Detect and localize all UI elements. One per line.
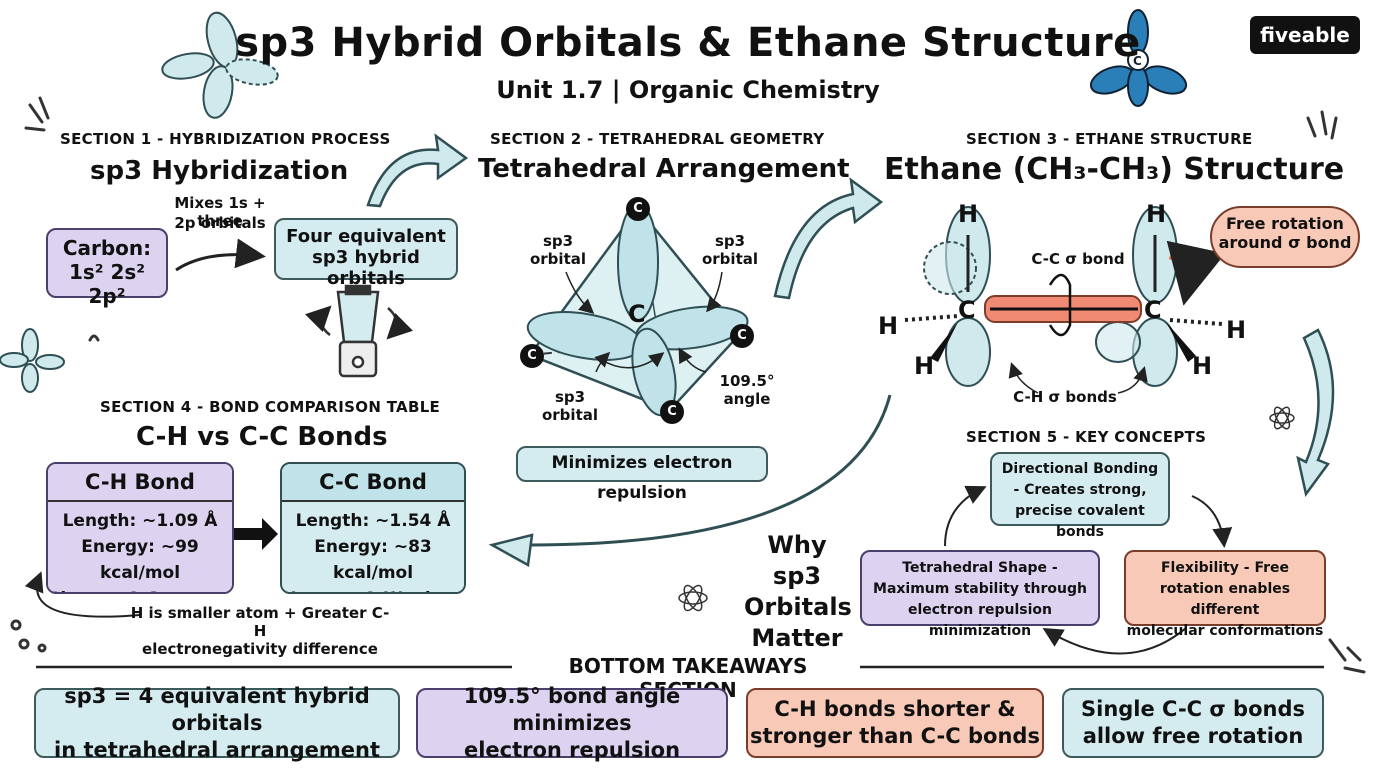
- h-top-left: H: [958, 200, 979, 228]
- result-line-1: Four equivalent: [286, 226, 446, 247]
- section5-label: SECTION 5 - KEY CONCEPTS: [966, 428, 1207, 446]
- atom-right: C: [730, 324, 754, 348]
- flexibility-box: Flexibility - Free rotation enables diff…: [1124, 550, 1326, 639]
- bond-explanation: H is smaller atom + Greater C-H electron…: [130, 604, 390, 658]
- atom-bottom: C: [660, 400, 684, 424]
- carbon-right: C: [1144, 296, 1162, 324]
- svg-text:C: C: [1133, 54, 1142, 68]
- section4-title: C-H vs C-C Bonds: [136, 422, 388, 452]
- tetrahedral-shape-box: Tetrahedral Shape - Maximum stability th…: [860, 550, 1100, 639]
- cc-bond-head: C-C Bond: [282, 464, 464, 502]
- takeaway-ch-bonds: C-H bonds shorter &stronger than C-C bon…: [746, 688, 1044, 758]
- section3-title: Ethane (CH₃-CH₃) Structure: [884, 152, 1345, 187]
- blender-icon: [336, 284, 380, 378]
- repulsion-caption: Minimizes electron repulsion: [516, 446, 768, 503]
- orbital-clover-icon: [161, 11, 279, 119]
- h-right: H: [1226, 316, 1247, 344]
- atom-top: C: [626, 197, 650, 221]
- cc-bond-card: C-C Bond Length: ~1.54 Å Energy: ~83 kca…: [280, 462, 466, 594]
- ethane-diagram: [904, 206, 1226, 394]
- mix-note-2: 2p orbitals: [174, 214, 266, 232]
- result-line-2: sp3 hybrid orbitals: [312, 247, 420, 289]
- tetrahedron-diagram: [526, 203, 749, 417]
- cc-summary: Longer & Weaker: [282, 586, 464, 592]
- h-top-right: H: [1146, 200, 1167, 228]
- carbon-left: C: [958, 296, 976, 324]
- h-bottom-left: H: [914, 352, 935, 380]
- section2-label: SECTION 2 - TETRAHEDRAL GEOMETRY: [490, 130, 825, 148]
- page-title: sp3 Hybrid Orbitals & Ethane Structure: [235, 20, 1141, 66]
- h-left: H: [878, 312, 899, 340]
- fiveable-logo[interactable]: fiveable: [1250, 16, 1360, 54]
- blue-orbital-icon: C: [1089, 9, 1188, 107]
- section1-title: sp3 Hybridization: [90, 156, 349, 186]
- h-bottom-right: H: [1192, 352, 1213, 380]
- cc-bond-label: C-C σ bond: [1031, 250, 1125, 268]
- mix-note-1: Mixes 1s + three: [174, 194, 266, 230]
- cc-length: Length: ~1.54 Å: [295, 511, 451, 531]
- section4-label: SECTION 4 - BOND COMPARISON TABLE: [100, 398, 441, 416]
- ch-bond-head: C-H Bond: [48, 464, 232, 502]
- section3-label: SECTION 3 - ETHANE STRUCTURE: [966, 130, 1253, 148]
- ch-bonds-label: C-H σ bonds: [1013, 388, 1117, 406]
- center-carbon: C: [628, 300, 646, 328]
- carbon-config-box: Carbon: 1s² 2s² 2p²: [46, 228, 168, 308]
- hybrid-result-box: Four equivalent sp3 hybrid orbitals: [274, 218, 458, 289]
- section2-title: Tetrahedral Arrangement: [478, 154, 850, 184]
- section1-label: SECTION 1 - HYBRIDIZATION PROCESS: [60, 130, 391, 148]
- ch-energy: Energy: ~99 kcal/mol: [81, 537, 199, 583]
- carbon-label: Carbon:: [62, 236, 152, 260]
- carbon-config: 1s² 2s² 2p²: [68, 260, 146, 308]
- ch-bond-card: C-H Bond Length: ~1.09 Å Energy: ~99 kca…: [46, 462, 234, 594]
- why-sp3-heading: Why sp3 Orbitals Matter: [744, 531, 852, 652]
- angle-label: 109.5°angle: [719, 372, 775, 408]
- cc-energy: Energy: ~83 kcal/mol: [314, 537, 432, 583]
- small-clover-icon: [0, 328, 65, 393]
- ch-length: Length: ~1.09 Å: [62, 511, 218, 531]
- free-rotation-bubble: Free rotation around σ bond: [1210, 206, 1360, 268]
- atom-left: C: [520, 344, 544, 368]
- page-subtitle: Unit 1.7 | Organic Chemistry: [496, 76, 880, 104]
- atom-icon: [678, 406, 1295, 612]
- directional-bonding-box: Directional Bonding - Creates strong, pr…: [990, 452, 1170, 540]
- ch-summary: Shorter & Stronger: [48, 586, 232, 592]
